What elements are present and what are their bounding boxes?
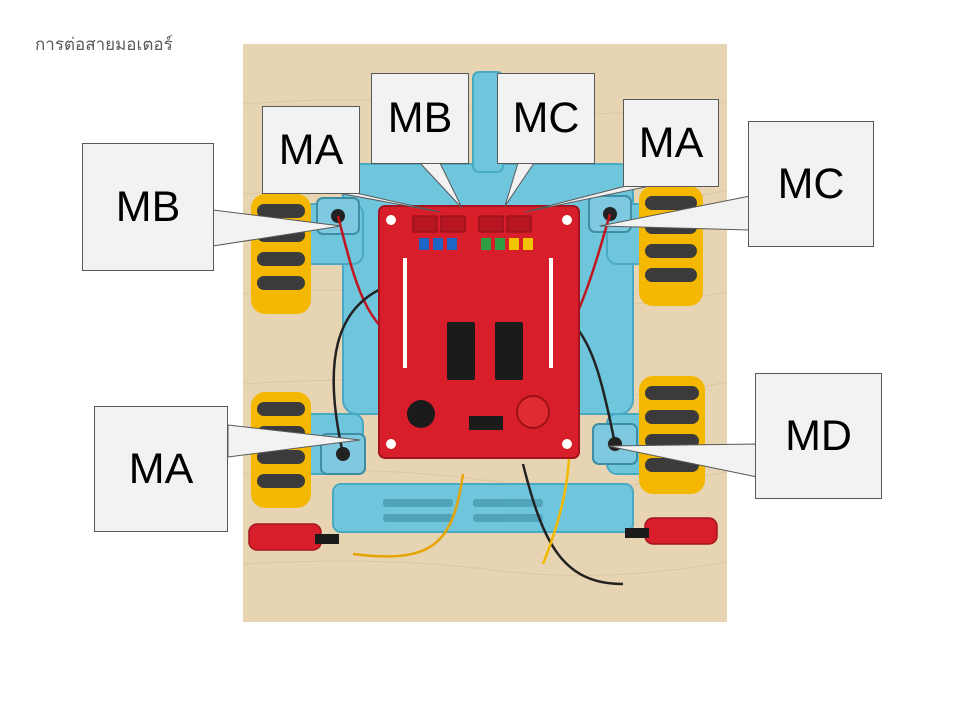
callout-right-bottom-md: MD	[755, 373, 882, 499]
callout-top-ma: MA	[262, 106, 360, 194]
controller-board	[378, 205, 580, 459]
callout-left-bottom-ma: MA	[94, 406, 228, 532]
line-sensors	[248, 517, 718, 551]
callout-top-right-ma: MA	[623, 99, 719, 187]
wheel-front-right	[639, 186, 703, 306]
callout-top-mb: MB	[371, 73, 469, 164]
callout-right-top-mc: MC	[748, 121, 874, 247]
slide-title: การต่อสายมอเตอร์	[35, 35, 173, 55]
callout-top-mc: MC	[497, 73, 595, 164]
wheel-front-left	[251, 194, 311, 314]
callout-left-top-mb: MB	[82, 143, 214, 271]
wheel-rear-right	[639, 376, 705, 494]
wheel-rear-left	[251, 392, 311, 508]
